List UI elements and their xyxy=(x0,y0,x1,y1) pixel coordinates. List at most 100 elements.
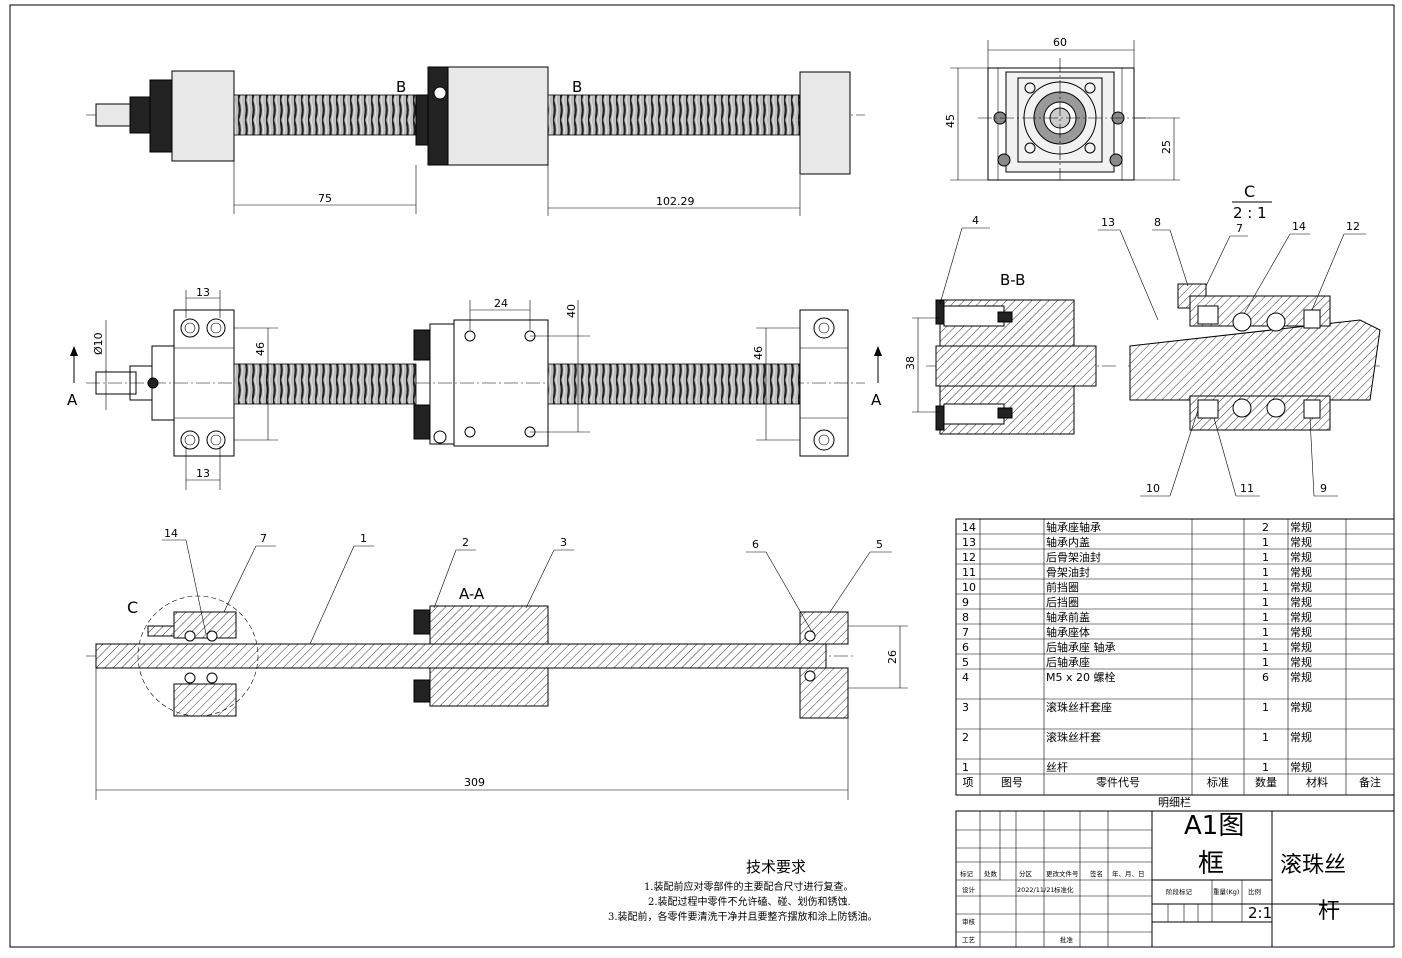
tb-label-design: 设计 xyxy=(962,885,976,894)
bom-row-material: 常规 xyxy=(1290,610,1312,624)
tb-date: 2022/11/21 xyxy=(1017,886,1054,894)
tb-frame-2: 框 xyxy=(1198,849,1224,879)
bom-row-name: 轴承座轴承 xyxy=(1046,520,1101,534)
view-section-aa: C A-A 26 309 14 7 1 2 3 6 5 xyxy=(86,527,908,800)
bom-row-item: 13 xyxy=(962,536,976,549)
bom-row-material: 常规 xyxy=(1290,655,1312,669)
bom-row-material: 常规 xyxy=(1290,640,1312,654)
bom-row-item: 2 xyxy=(962,731,969,744)
view-top: A A 13 13 24 40 Ø10 46 46 xyxy=(67,286,882,490)
tech-req-line-2: 2.装配过程中零件不允许磕、碰、划伤和锈蚀. xyxy=(648,895,851,908)
bom-row-qty: 1 xyxy=(1262,701,1269,714)
label-b-right: B xyxy=(572,78,582,96)
bom-header: 数量 xyxy=(1255,776,1277,789)
bom-row-item: 8 xyxy=(962,611,969,624)
label-detail-c: C xyxy=(127,598,138,617)
bom-row-name: 后轴承座 xyxy=(1046,655,1090,669)
bom-row-material: 常规 xyxy=(1290,760,1312,774)
balloon-detail-12: 12 xyxy=(1346,220,1360,233)
tech-req-title: 技术要求 xyxy=(746,858,806,876)
bom-row-qty: 1 xyxy=(1262,656,1269,669)
tb-label-weight: 重量(Kg) xyxy=(1213,888,1239,896)
dim-45: 45 xyxy=(944,114,957,128)
view-section-bb: B-B 38 4 xyxy=(904,214,1118,435)
bom-row-material: 常规 xyxy=(1290,595,1312,609)
dim-13-bottom: 13 xyxy=(196,467,210,480)
bom-row-item: 10 xyxy=(962,581,976,594)
bom-row-item: 6 xyxy=(962,641,969,654)
bom-row-qty: 1 xyxy=(1262,551,1269,564)
label-section-aa: A-A xyxy=(459,585,485,603)
bom-row-name: 轴承内盖 xyxy=(1046,535,1090,549)
bom-row-material: 常规 xyxy=(1290,625,1312,639)
bom-row-name: 后轴承座 轴承 xyxy=(1046,640,1116,654)
tb-label-change-doc: 更改文件号 xyxy=(1046,869,1079,878)
title-block: A1图 框 滚珠丝 杆 2:1 2022/11/21 标记 处数 分区 更改文件… xyxy=(955,810,1395,948)
bom-row-material: 常规 xyxy=(1290,565,1312,579)
balloon-sec-5: 5 xyxy=(876,538,883,551)
dim-309: 309 xyxy=(464,776,485,789)
dim-38: 38 xyxy=(904,356,917,370)
tb-label-review: 审核 xyxy=(962,917,976,926)
bom-row-qty: 1 xyxy=(1262,731,1269,744)
tb-label-ratio: 比例 xyxy=(1248,887,1261,896)
bom-row-name: 滚珠丝杆套 xyxy=(1046,730,1101,744)
balloon-detail-13: 13 xyxy=(1101,216,1115,229)
balloon-detail-9: 9 xyxy=(1320,482,1327,495)
bom-row-material: 常规 xyxy=(1290,700,1312,714)
view-end: 60 45 25 xyxy=(944,36,1180,181)
bom-row-item: 1 xyxy=(962,761,969,774)
label-b-left: B xyxy=(396,78,406,96)
view-detail-c: C 2 : 1 13 8 7 14 12 10 11 9 xyxy=(1098,182,1381,497)
bom-caption: 明细栏 xyxy=(1158,795,1191,809)
balloon-sec-3: 3 xyxy=(560,536,567,549)
bom-row-material: 常规 xyxy=(1290,520,1312,534)
bom-row-name: 丝杆 xyxy=(1046,760,1068,774)
dim-60: 60 xyxy=(1053,36,1067,49)
bom-header: 零件代号 xyxy=(1096,776,1140,789)
dim-25: 25 xyxy=(1160,140,1173,154)
tech-req-line-1: 1.装配前应对零部件的主要配合尺寸进行复查。 xyxy=(644,880,854,893)
bom-row-qty: 6 xyxy=(1262,671,1269,684)
tb-label-zone: 分区 xyxy=(1019,869,1033,878)
label-a-left: A xyxy=(67,391,78,409)
tb-label-standard: 标准化 xyxy=(1054,885,1074,894)
bom-row-name: 骨架油封 xyxy=(1046,565,1090,579)
bom-row-material: 常规 xyxy=(1290,670,1312,684)
bom-row-qty: 1 xyxy=(1262,641,1269,654)
balloon-bb-4: 4 xyxy=(972,214,979,227)
tb-label-ymd: 年、月、日 xyxy=(1112,869,1145,878)
balloon-detail-7: 7 xyxy=(1236,222,1243,235)
detail-c-title: C xyxy=(1244,182,1255,201)
bom-row-item: 4 xyxy=(962,671,969,684)
bom-row-item: 7 xyxy=(962,626,969,639)
dim-40: 40 xyxy=(565,304,578,318)
bom-row-qty: 1 xyxy=(1262,761,1269,774)
balloon-sec-1: 1 xyxy=(360,532,367,545)
tb-label-approve: 批准 xyxy=(1060,935,1074,944)
balloon-detail-11: 11 xyxy=(1240,482,1254,495)
dim-13-top: 13 xyxy=(196,286,210,299)
tb-drawing-name-2: 杆 xyxy=(1318,899,1340,924)
tech-requirements: 技术要求 1.装配前应对零部件的主要配合尺寸进行复查。 2.装配过程中零件不允许… xyxy=(608,858,878,923)
bom-row-item: 11 xyxy=(962,566,976,579)
bom-row-qty: 1 xyxy=(1262,536,1269,549)
dim-d10: Ø10 xyxy=(92,332,105,355)
bom-row-name: 后挡圈 xyxy=(1046,595,1079,609)
bom-row-qty: 1 xyxy=(1262,626,1269,639)
balloon-sec-2: 2 xyxy=(462,536,469,549)
dim-102-29: 102.29 xyxy=(656,195,695,208)
tb-drawing-name: 滚珠丝 xyxy=(1280,853,1346,878)
bom-header: 图号 xyxy=(1001,776,1023,789)
bom-row-qty: 2 xyxy=(1262,521,1269,534)
bom-row-item: 3 xyxy=(962,701,969,714)
bom-header: 项 xyxy=(963,776,974,789)
bom-row-material: 常规 xyxy=(1290,535,1312,549)
bom-row-name: 后骨架油封 xyxy=(1046,550,1101,564)
tb-label-stage: 阶段标记 xyxy=(1166,887,1193,896)
bom-row-item: 14 xyxy=(962,521,976,534)
bom-row-material: 常规 xyxy=(1290,730,1312,744)
view-front-3d: B B 75 102.29 xyxy=(86,66,865,216)
bom-row-item: 5 xyxy=(962,656,969,669)
